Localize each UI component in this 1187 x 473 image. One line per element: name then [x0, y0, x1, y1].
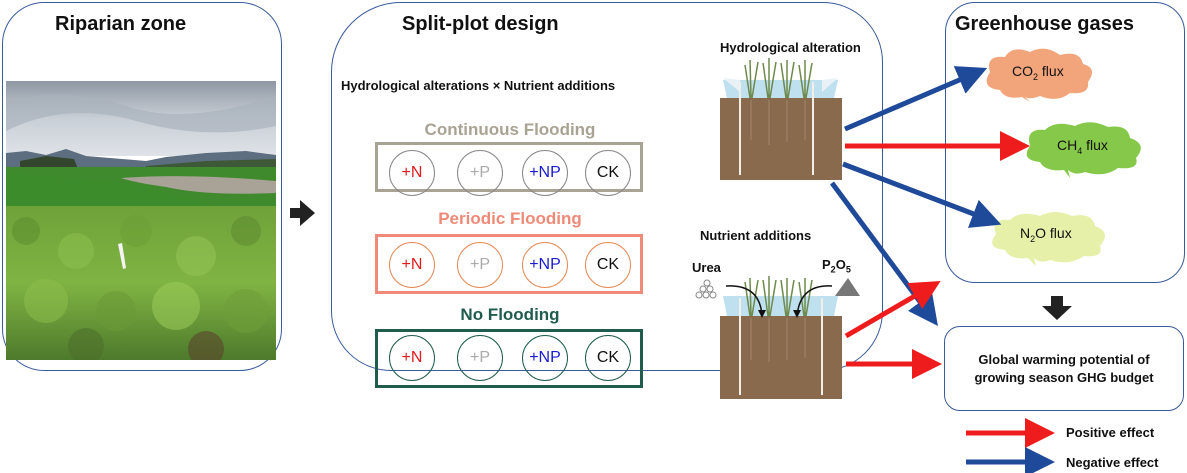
- urea-granules-icon: [695, 279, 717, 299]
- co2-flux-label: CO2 flux: [1012, 63, 1064, 82]
- plot-periodic-n: +N: [389, 242, 435, 288]
- greenhouse-gases-title: Greenhouse gases: [955, 13, 1134, 35]
- design-subtitle: Hydrological alterations × Nutrient addi…: [341, 78, 616, 93]
- plot-none-n: +N: [389, 335, 435, 381]
- plot-continuous-np: +NP: [522, 150, 568, 196]
- gwp-line-1: Global warming potential of: [978, 352, 1150, 367]
- gwp-line-2: growing season GHG budget: [974, 370, 1154, 385]
- ch4-cloud-icon: [1026, 122, 1141, 178]
- treatment-row-periodic: [375, 234, 643, 294]
- n2o-flux-label: N2O flux: [1020, 225, 1072, 244]
- ch4-flux-label: CH4 flux: [1057, 137, 1108, 156]
- riparian-photo-drawing: [6, 81, 276, 360]
- plot-periodic-ck: CK: [585, 242, 631, 288]
- plot-continuous-ck: CK: [585, 150, 631, 196]
- treatment-label-none: No Flooding: [460, 305, 560, 324]
- hydrological-alteration-label: Hydrological alteration: [720, 40, 861, 55]
- nutrient-additions-label: Nutrient additions: [700, 228, 812, 243]
- split-plot-title: Split-plot design: [402, 13, 559, 35]
- marker-stake: [118, 243, 126, 269]
- riparian-photo: [6, 81, 276, 360]
- plot-periodic-p: +P: [457, 242, 503, 288]
- n2o-cloud-icon: [992, 212, 1105, 266]
- plot-none-np: +NP: [522, 335, 568, 381]
- plot-none-ck: CK: [585, 335, 631, 381]
- river: [121, 176, 276, 194]
- treatment-label-continuous: Continuous Flooding: [424, 120, 596, 139]
- hydro-soil-column-icon: [720, 58, 842, 180]
- plot-none-p: +P: [457, 335, 503, 381]
- treatment-label-periodic: Periodic Flooding: [438, 209, 582, 228]
- treatment-row-none: [375, 329, 643, 388]
- urea-label: Urea: [692, 260, 721, 275]
- gwp-box: [944, 326, 1184, 411]
- riparian-zone-title: Riparian zone: [55, 13, 187, 35]
- plot-continuous-p: +P: [457, 150, 503, 196]
- legend-negative-label: Negative effect: [1066, 455, 1159, 470]
- legend-positive-label: Positive effect: [1066, 425, 1155, 440]
- co2-cloud-icon: [986, 48, 1092, 102]
- plot-periodic-np: +NP: [522, 242, 568, 288]
- nutrient-soil-column-icon: [720, 276, 842, 399]
- plot-continuous-n: +N: [389, 150, 435, 196]
- treatment-row-continuous: [375, 142, 643, 192]
